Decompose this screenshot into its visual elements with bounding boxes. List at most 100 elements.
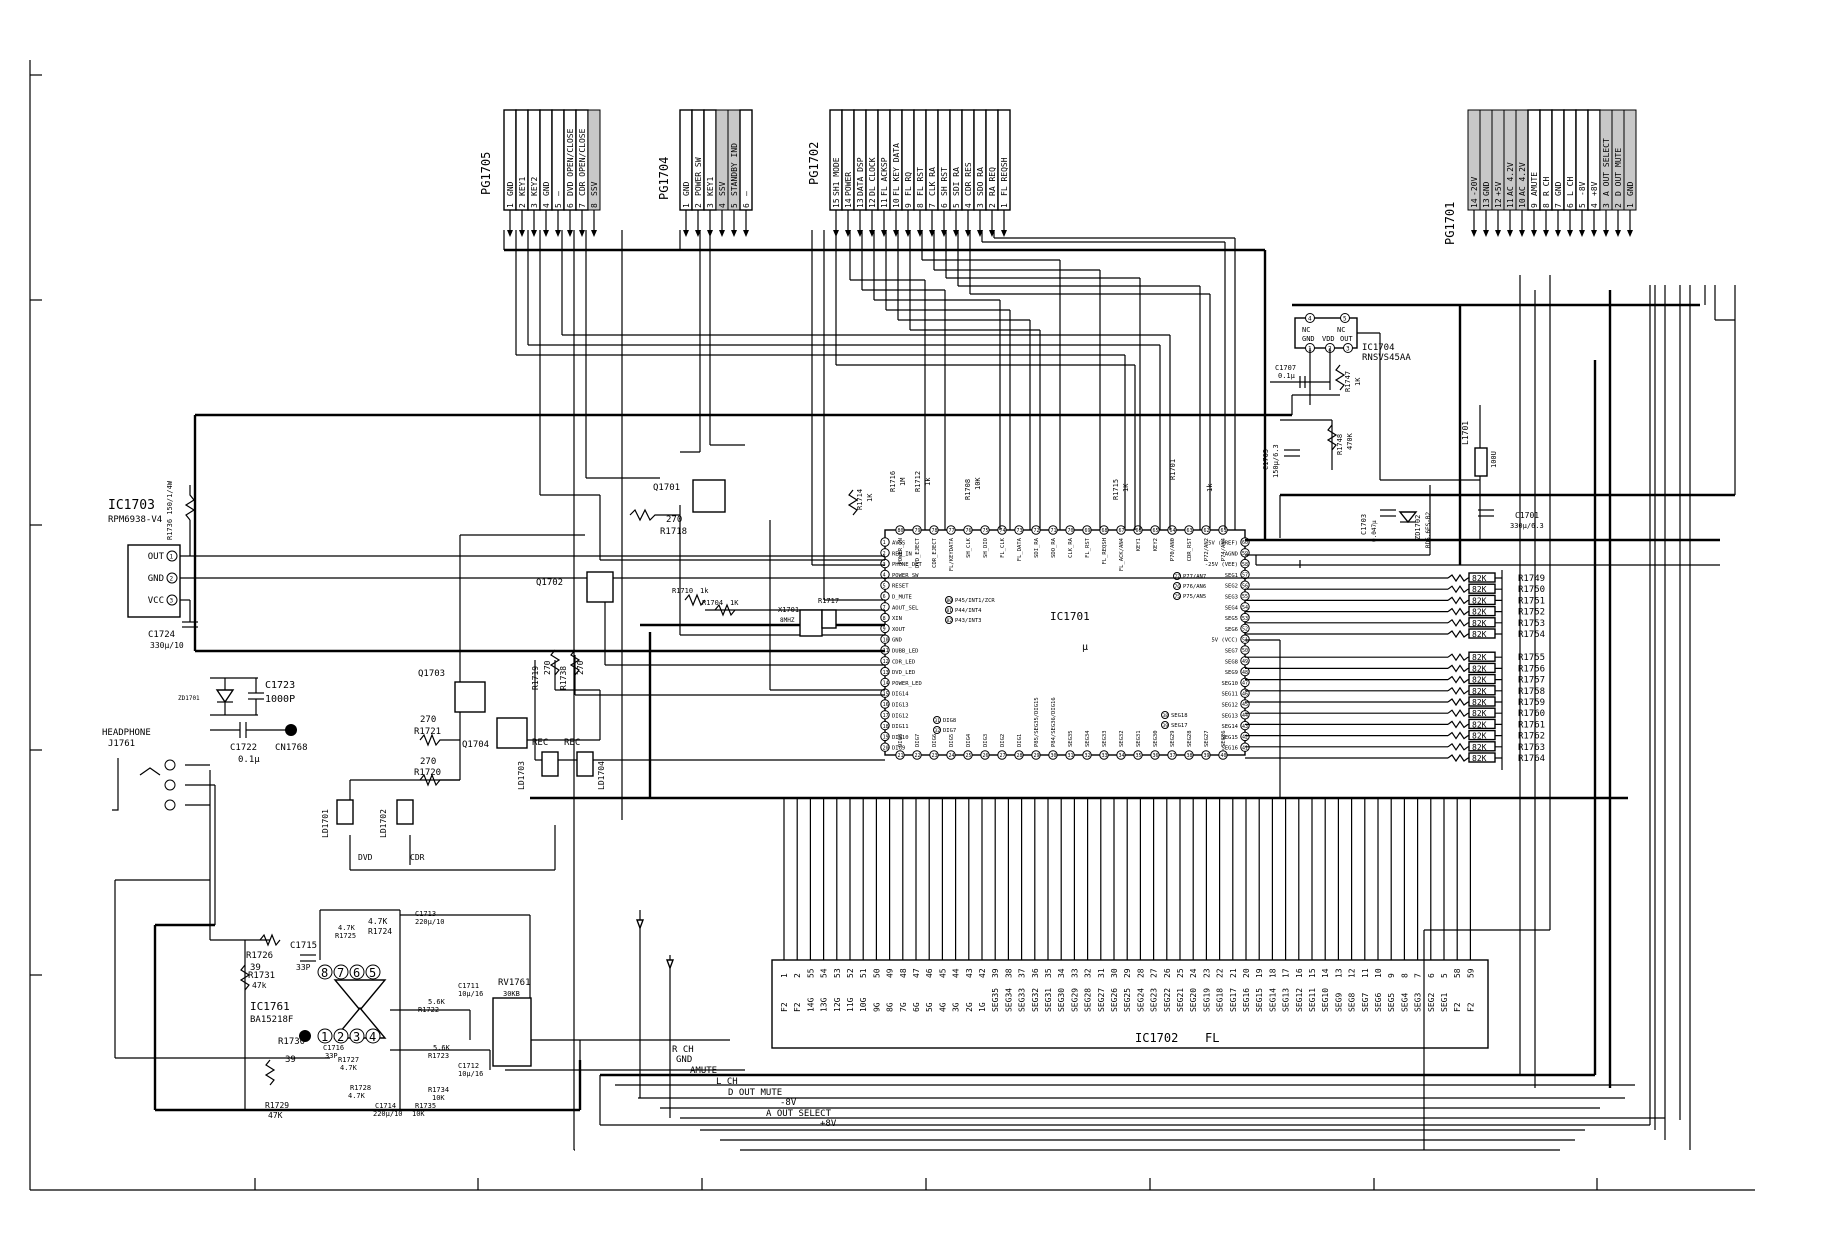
c1715-value: 33P: [296, 963, 311, 972]
c1723-label: C1723: [265, 680, 295, 691]
ic1701-pin-name: DIG11: [892, 724, 909, 730]
r1716-label: R1716: [889, 471, 897, 492]
ic1702-pin-number: 38: [1004, 968, 1013, 978]
c1713-label: C1713: [415, 910, 436, 918]
r1701-value: 1k: [1206, 483, 1214, 492]
ic1701-inner-label: DIG8: [943, 718, 956, 724]
ic1701-pin-name: CDR_EJECT: [932, 537, 938, 567]
connector-pin-name: AC 4.2V: [1506, 162, 1515, 196]
ic1701-pin-number: 36: [1153, 753, 1159, 759]
r1738-value: 270: [576, 660, 585, 675]
ic1701-pin-number: 14: [883, 681, 889, 687]
ic1701-inner-label: SEG17: [1171, 723, 1188, 729]
r1736-label: R1736 150/1/4W: [166, 480, 174, 540]
ic1701-pin-name: KEY1: [1136, 538, 1142, 551]
ic1701-pin-number: 26: [983, 753, 989, 759]
ic1701-pin-number: 78: [932, 528, 938, 534]
ic1702-pin-number: 55: [806, 968, 815, 978]
ic1704-pin-number: 5: [1343, 316, 1347, 323]
pull-resistor-value: 82K: [1472, 754, 1487, 763]
connector-pin-name: -8V: [1578, 181, 1587, 196]
connector-pin-number: 4: [718, 203, 727, 208]
ld1704-label: LD1704: [597, 761, 606, 790]
c1716-value: 33P: [325, 1052, 338, 1060]
ic1701-pin-name: CDR_RST: [1187, 537, 1193, 561]
ic1701-pin-name: FL_ACK/AN4: [1119, 537, 1125, 571]
ic1701-pin-number: 15: [883, 691, 889, 697]
ic1701-pin-name: SEG28: [1187, 730, 1193, 747]
ic1701-inner-label: P77/AN7: [1183, 574, 1206, 580]
ic1701-pin-number: 18: [883, 724, 889, 730]
x1701-value: 8MHZ: [780, 617, 795, 624]
c1716-label: C1716: [323, 1044, 344, 1052]
ic1701-pin-number: 80: [898, 528, 904, 534]
ic1701-inner-pin-number: 77: [1175, 574, 1181, 580]
q1702-symbol: [586, 571, 614, 603]
ld1704-symbol: [576, 751, 594, 777]
r1719-label: R1719: [531, 666, 540, 690]
ic1701-pin-name: AGND: [1225, 551, 1238, 557]
r1722-label: R1722: [418, 1006, 439, 1014]
connector-pin-number: 4: [542, 203, 551, 208]
pull-resistor-value: 82K: [1472, 698, 1487, 707]
ic1702-pin-name: F2: [1453, 1002, 1462, 1012]
ic1701-bottom-pin: [912, 750, 922, 760]
pull-resistor-value-box: [1468, 741, 1496, 752]
ic1701-pin-number: 13: [883, 670, 889, 676]
ic1701-pin-number: 46: [1242, 691, 1248, 697]
cdr-label: CDR: [410, 853, 425, 862]
ic1701-inner-pin-number: 76: [1175, 584, 1181, 590]
ic1702-pin-number: 51: [859, 968, 868, 978]
r1721-label: R1721: [414, 727, 441, 737]
ic1701-bottom-pin: [1099, 750, 1109, 760]
pull-resistor-value-box: [1468, 752, 1496, 763]
ic1702-pin-number: 49: [886, 968, 895, 978]
ic1701-inner-label: P76/AN6: [1183, 584, 1206, 590]
ic1703-part: RPM6938-V4: [108, 515, 162, 525]
ic1761-pin-number: 3: [353, 1030, 360, 1044]
ic1701-pin-name: POWER_LED: [892, 681, 922, 687]
zd1701-label: ZD1701: [178, 695, 200, 702]
ic1701-bottom-pin: [1184, 750, 1194, 760]
pull-resistor-value-box: [1468, 685, 1496, 696]
ic1704-pin: [1340, 313, 1350, 323]
ic1701-pin-number: 61: [1221, 528, 1227, 534]
ic1701-pin-number: 37: [1170, 753, 1176, 759]
ic1701-pin-number: 22: [915, 753, 921, 759]
connector-pin-number: 4: [1590, 203, 1599, 208]
ic1702-pin-number: 54: [820, 968, 829, 978]
ic1701-pin-name: DIG13: [892, 703, 909, 709]
ic1761-part: BA15218F: [250, 1015, 293, 1025]
ld1703-symbol: [541, 751, 559, 777]
c1701-label: C1701: [1515, 511, 1539, 520]
ic1701-top-pin: [1014, 525, 1024, 535]
connector-pin-number: 6: [566, 203, 575, 208]
pull-resistor-ref: R1749: [1518, 574, 1545, 584]
ic1702-pin-name: 7G: [899, 1002, 908, 1012]
connector-pin-number: 15: [832, 198, 841, 208]
connector-pin-name: GND: [1482, 181, 1491, 196]
ic1701-pin-number: 77: [949, 528, 955, 534]
ic1702-pins: F21F2214G5513G5412G5311G5210G519G508G497…: [780, 798, 1475, 1012]
ic1701-pin-name: PHONE_DET: [892, 562, 922, 568]
connector-pin-name: —: [554, 191, 563, 196]
connector-pin-name: AC 4.2V: [1518, 162, 1527, 196]
ic1702-pin-name: 9G: [872, 1002, 881, 1012]
pull-resistor-value: 82K: [1472, 732, 1487, 741]
ic1701-pin-name: DIG5: [949, 734, 955, 747]
ic1702-pin-name: SEG35: [991, 988, 1000, 1012]
pull-resistor-ref: R1751: [1518, 596, 1545, 606]
ic1702-pin-name: F2: [793, 1002, 802, 1012]
ic1702-pin-number: 22: [1216, 968, 1225, 978]
ic1702-pin-name: SEG10: [1321, 988, 1330, 1012]
pull-resistor-value: 82K: [1472, 619, 1487, 628]
ic1702-pin-name: SEG5: [1387, 993, 1396, 1012]
ic1701-bottom-pin: [1218, 750, 1228, 760]
ic1701-pin-name: DIG1: [1017, 734, 1023, 747]
ic1702-pin-name: SEG1: [1440, 993, 1449, 1012]
r1714-label: R1714: [856, 489, 864, 510]
r1715-value: 1K: [1122, 483, 1130, 492]
ic1701-bottom-pin: [929, 750, 939, 760]
bottom-signal-label: A OUT SELECT: [766, 1109, 832, 1119]
